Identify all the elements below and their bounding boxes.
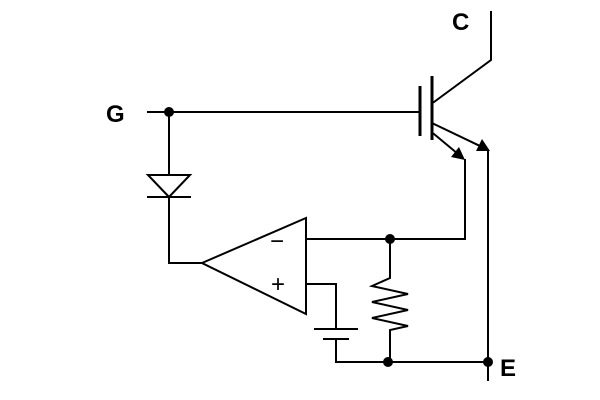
noninverting-sign: + [271,271,285,298]
sense-wire [305,159,466,240]
emitter-lead [432,122,482,148]
collector-lead [432,11,492,104]
gate-label: G [106,101,125,128]
sense-emitter-lead [432,132,460,156]
sense-emitter-arrow [451,147,465,160]
sense-resistor [368,238,409,363]
op-amp: − + [199,216,307,316]
inverting-sign: − [270,228,284,255]
emitter-label: E [500,355,516,382]
op-amp-triangle [199,216,307,316]
emitter-arrow [476,139,490,151]
igbt-transistor [418,11,492,160]
emitter-junction [483,357,493,367]
collector-label: C [452,9,469,36]
resistor-bottom-junction [383,357,393,367]
diode-triangle [145,174,193,199]
reference-battery [314,328,489,363]
diode [145,111,204,264]
reference-wire [305,283,337,330]
